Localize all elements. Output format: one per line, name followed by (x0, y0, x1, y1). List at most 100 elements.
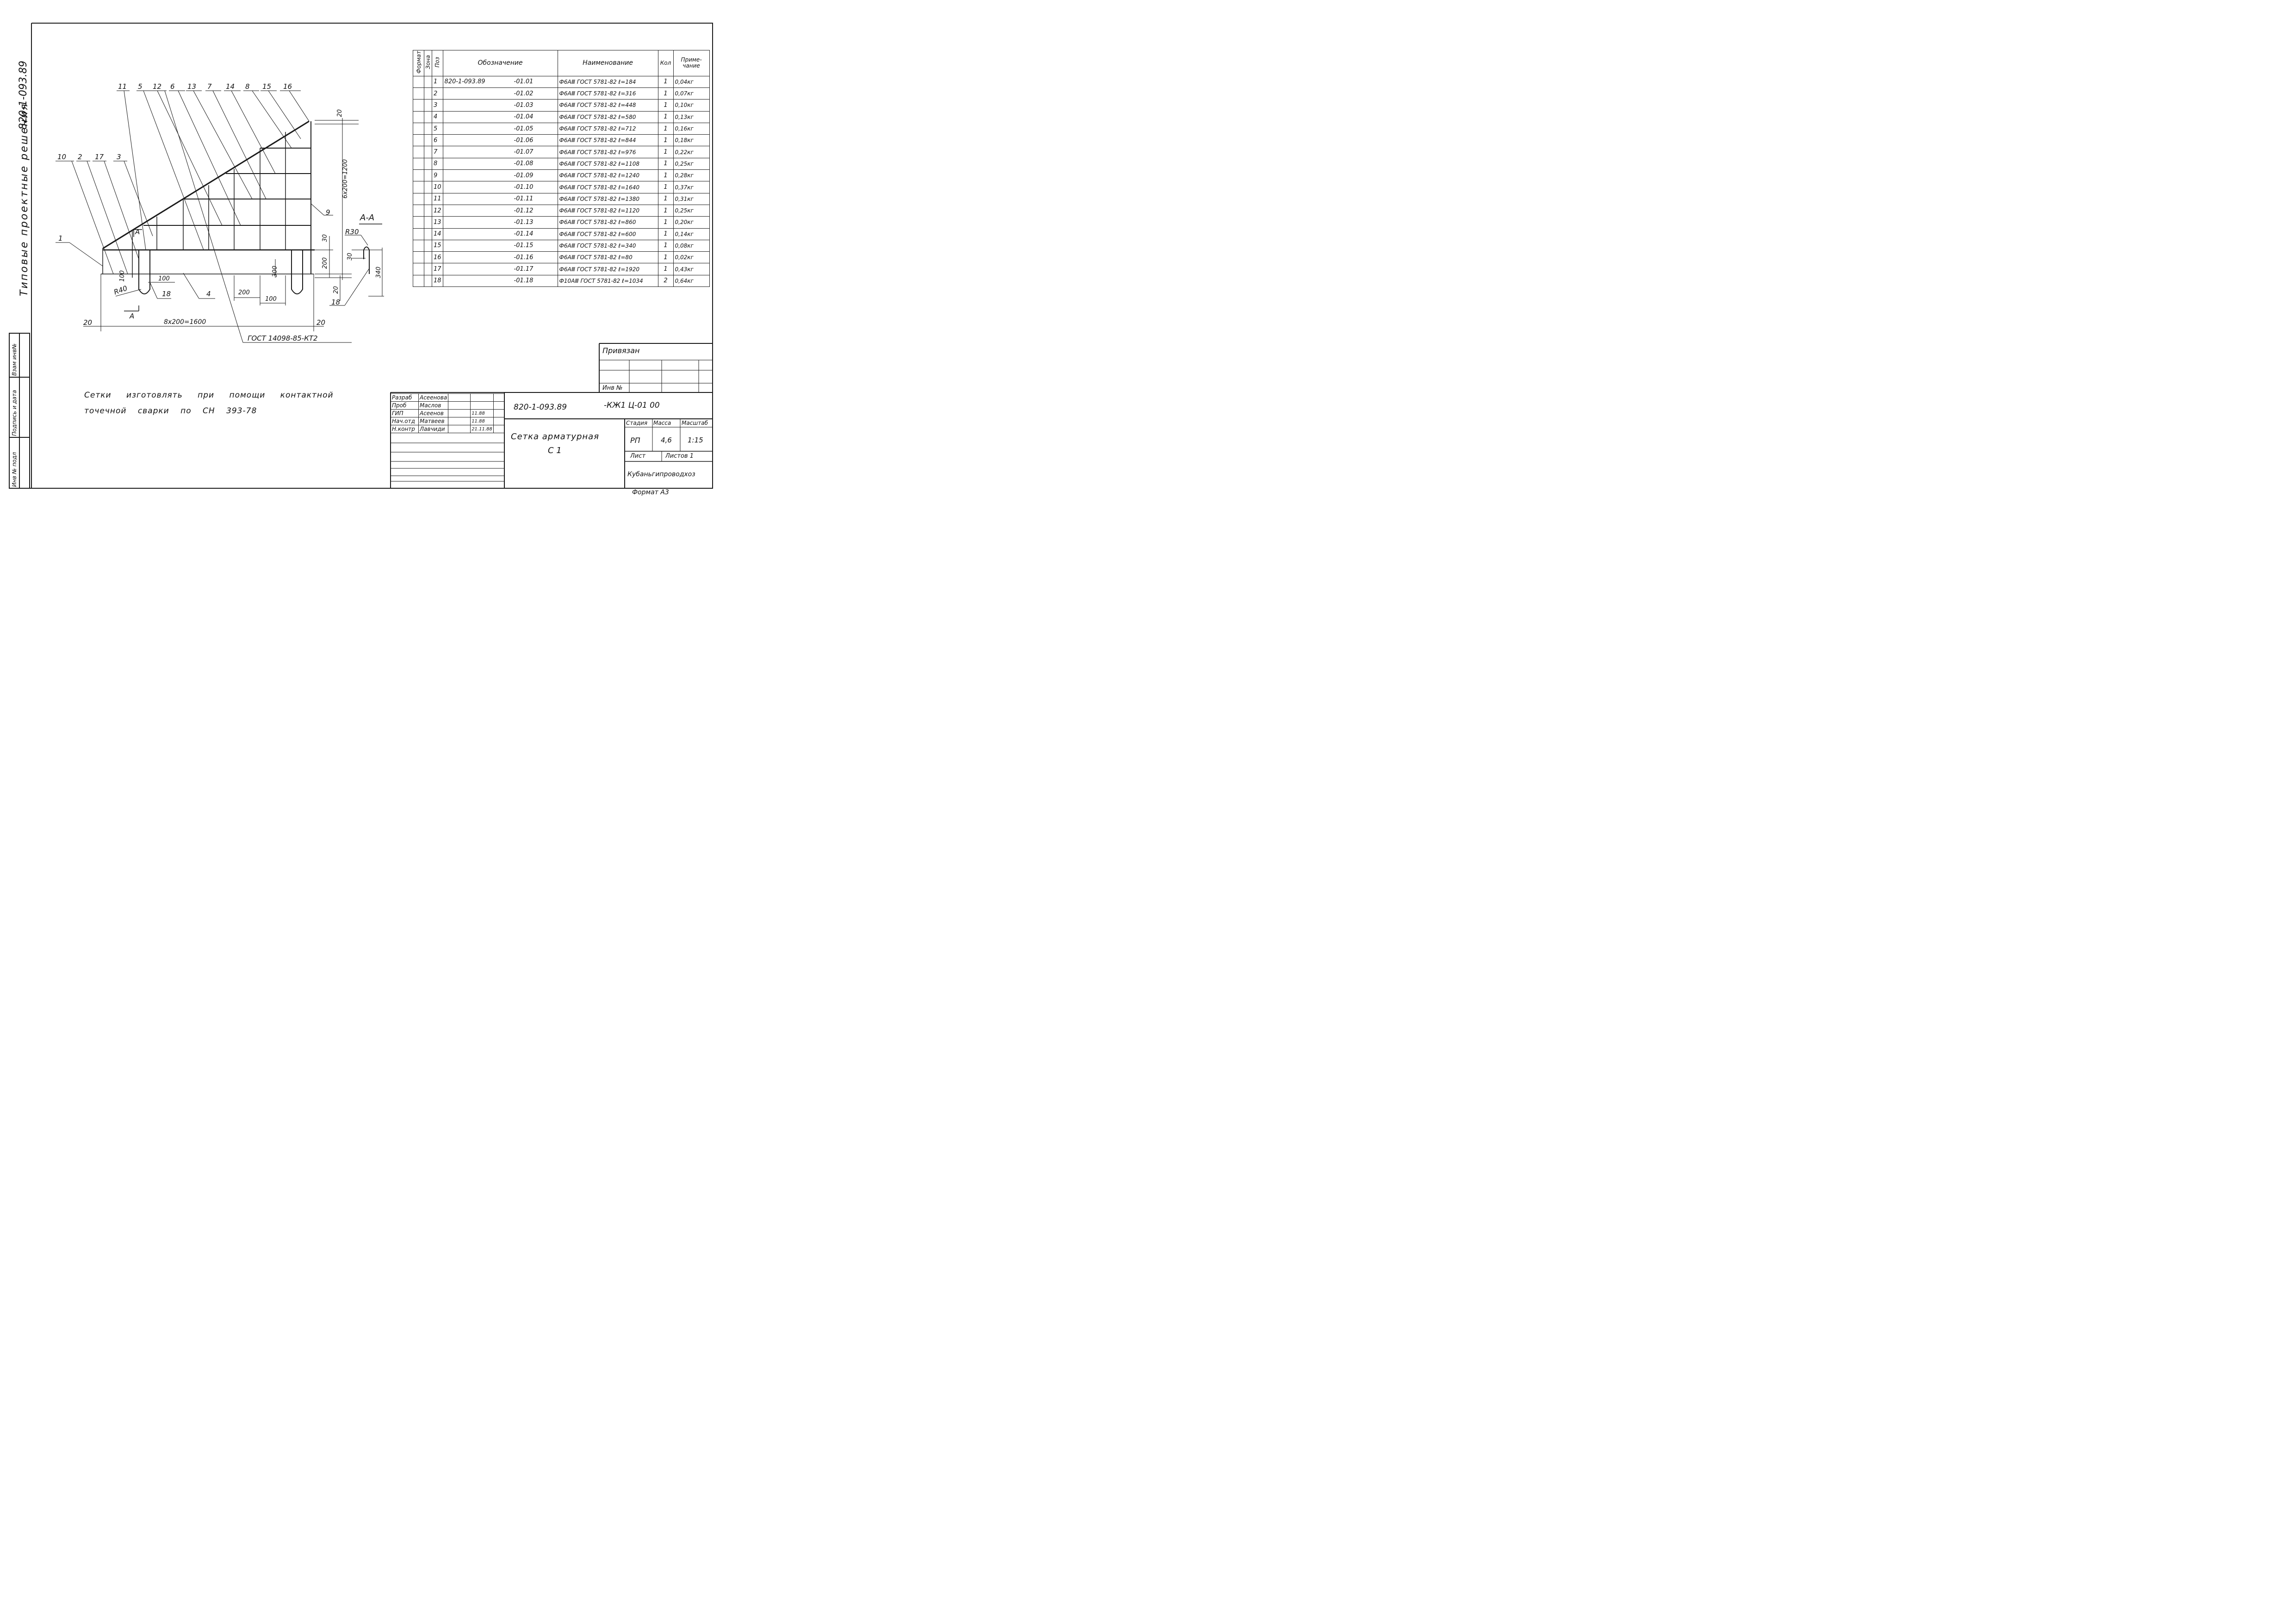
spec-name-cell: Ф6АⅢ ГОСТ 5781-82 ℓ=1108 (557, 157, 658, 170)
spec-note-cell: 0,08кг (673, 239, 710, 252)
spec-zone-cell (424, 87, 432, 100)
signature-sign (448, 409, 471, 417)
signature-name: Матвеев (418, 417, 449, 425)
callout-top-6: 6 (170, 82, 175, 91)
spec-pos-cell: 2 (432, 87, 443, 100)
spec-suffix: -01.11 (514, 195, 534, 203)
spec-zone-cell (424, 99, 432, 112)
signature-date: 21.11.88 (470, 425, 494, 433)
sheets-label: Листов 1 (665, 453, 694, 460)
signature-name: Асеенов (418, 409, 449, 417)
stage-value: РП (630, 436, 640, 445)
signature-sign (448, 417, 471, 425)
callout-left-3: 3 (117, 153, 121, 161)
spec-suffix: -01.14 (514, 230, 534, 238)
spec-designation-cell: -01.02 (442, 87, 558, 100)
spec-suffix: -01.07 (514, 149, 534, 156)
spec-format-cell (413, 204, 424, 217)
spec-designation-cell: -01.16 (442, 251, 558, 264)
signature-role: Разраб (391, 393, 419, 402)
spec-zone-cell (424, 216, 432, 229)
spec-pos-cell: 1 (432, 75, 443, 88)
spec-code: 820-1-093.89 (444, 78, 485, 86)
spec-header-row: Формат Зона Поз Обозначение Наименование… (413, 50, 710, 76)
signature-date (470, 401, 494, 410)
header-format: Формат (413, 50, 424, 76)
spec-note-cell: 0,22кг (673, 146, 710, 158)
document-suffix: -КЖ1 Ц-01 00 (604, 401, 660, 410)
callout-top-12: 12 (153, 82, 162, 91)
spec-name-cell: Ф6АⅢ ГОСТ 5781-82 ℓ=448 (557, 99, 658, 112)
stamp-label-signature: Подпись и дата (11, 390, 18, 436)
spec-designation-cell: -01.11 (442, 193, 558, 205)
signature-role: Н.контр (391, 425, 419, 433)
spec-pos-cell: 5 (432, 122, 443, 135)
spec-zone-cell (424, 157, 432, 170)
signature-role: ГИП (391, 409, 419, 417)
spec-designation-cell: -01.14 (442, 228, 558, 240)
spec-designation-cell: -01.06 (442, 134, 558, 147)
spec-suffix: -01.04 (514, 113, 534, 121)
spec-suffix: -01.02 (514, 90, 534, 97)
spec-note-cell: 0,31кг (673, 193, 710, 205)
scale-label: Масштаб (682, 420, 708, 426)
spec-pos-cell: 7 (432, 146, 443, 158)
spec-note-cell: 0,04кг (673, 75, 710, 88)
spec-pos-cell: 13 (432, 216, 443, 229)
callout-1: 1 (58, 234, 63, 243)
spec-suffix: -01.12 (514, 207, 534, 214)
spec-suffix: -01.05 (514, 125, 534, 132)
spec-suffix: -01.03 (514, 101, 534, 109)
header-pos: Поз (432, 50, 443, 76)
header-zone: Зона (424, 50, 432, 76)
callout-4: 4 (206, 290, 211, 298)
spec-note-cell: 0,18кг (673, 134, 710, 147)
spec-format-cell (413, 216, 424, 229)
spec-suffix: -01.15 (514, 242, 534, 249)
spec-zone-cell (424, 239, 432, 252)
spec-format-cell (413, 228, 424, 240)
spec-zone-cell (424, 75, 432, 88)
spec-designation-cell: -01.12 (442, 204, 558, 217)
signature-date: 11.88 (470, 417, 494, 425)
spec-qty-cell: 1 (658, 228, 674, 240)
section-mark-bottom: А (130, 312, 135, 320)
spec-pos-cell: 17 (432, 263, 443, 275)
spec-name-cell: Ф6АⅢ ГОСТ 5781-82 ℓ=600 (557, 228, 658, 240)
spec-note-cell: 0,37кг (673, 181, 710, 193)
spec-zone-cell (424, 193, 432, 205)
spec-zone-cell (424, 146, 432, 158)
callout-9: 9 (326, 208, 330, 217)
signature-sign (448, 393, 471, 402)
spec-note-cell: 0,20кг (673, 216, 710, 229)
spec-note-cell: 0,16кг (673, 122, 710, 135)
spec-note-cell: 0,14кг (673, 228, 710, 240)
spec-format-cell (413, 251, 424, 264)
dim-20-right: 20 (316, 318, 326, 327)
document-code: 820-1-093.89 (514, 403, 567, 412)
spec-designation-cell: -01.17 (442, 263, 558, 275)
spec-pos-cell: 4 (432, 111, 443, 123)
spec-format-cell (413, 75, 424, 88)
callout-top-11: 11 (118, 82, 127, 91)
spec-pos-cell: 12 (432, 204, 443, 217)
spec-qty-cell: 1 (658, 251, 674, 264)
spec-format-cell (413, 274, 424, 287)
organization: Кубаньгипроводхоз (627, 471, 695, 478)
spec-designation-cell: -01.08 (442, 157, 558, 170)
spec-pos-cell: 6 (432, 134, 443, 147)
spec-format-cell (413, 99, 424, 112)
spec-note-cell: 0,64кг (673, 274, 710, 287)
header-qty: Кол (658, 50, 674, 76)
spec-qty-cell: 1 (658, 99, 674, 112)
